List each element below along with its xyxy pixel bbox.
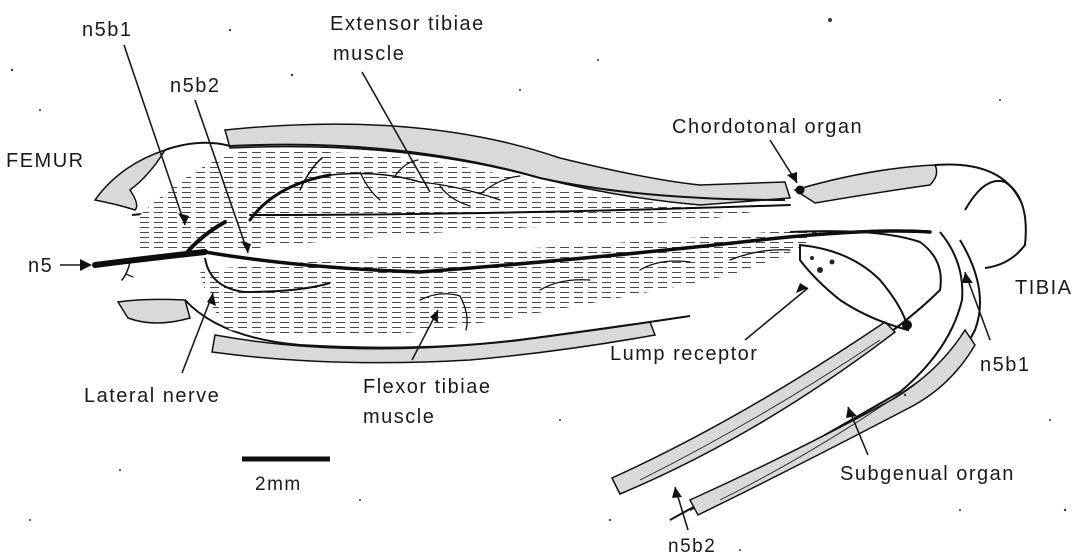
label-n5b2-bottom: n5b2 [668,536,716,557]
label-extensor-line2: muscle [333,43,405,65]
pointer-lump [745,288,808,340]
label-flexor-line1: Flexor tibiae [363,376,491,398]
label-lateral: Lateral nerve [84,385,220,407]
label-scale: 2mm [255,474,302,495]
label-n5b1-right: n5b1 [980,354,1031,376]
label-n5: n5 [28,255,53,277]
label-flexor-line2: muscle [363,406,435,428]
label-lump: Lump receptor [610,343,758,365]
label-subgenual: Subgenual organ [840,463,1015,485]
label-chordotonal: Chordotonal organ [672,116,863,138]
label-tibia: TIBIA [1015,277,1073,299]
label-femur: FEMUR [6,150,85,172]
label-n5b2-top: n5b2 [170,75,221,97]
label-n5b1-top: n5b1 [82,19,133,41]
femur-body [95,124,820,363]
label-extensor-line1: Extensor tibiae [330,13,485,35]
